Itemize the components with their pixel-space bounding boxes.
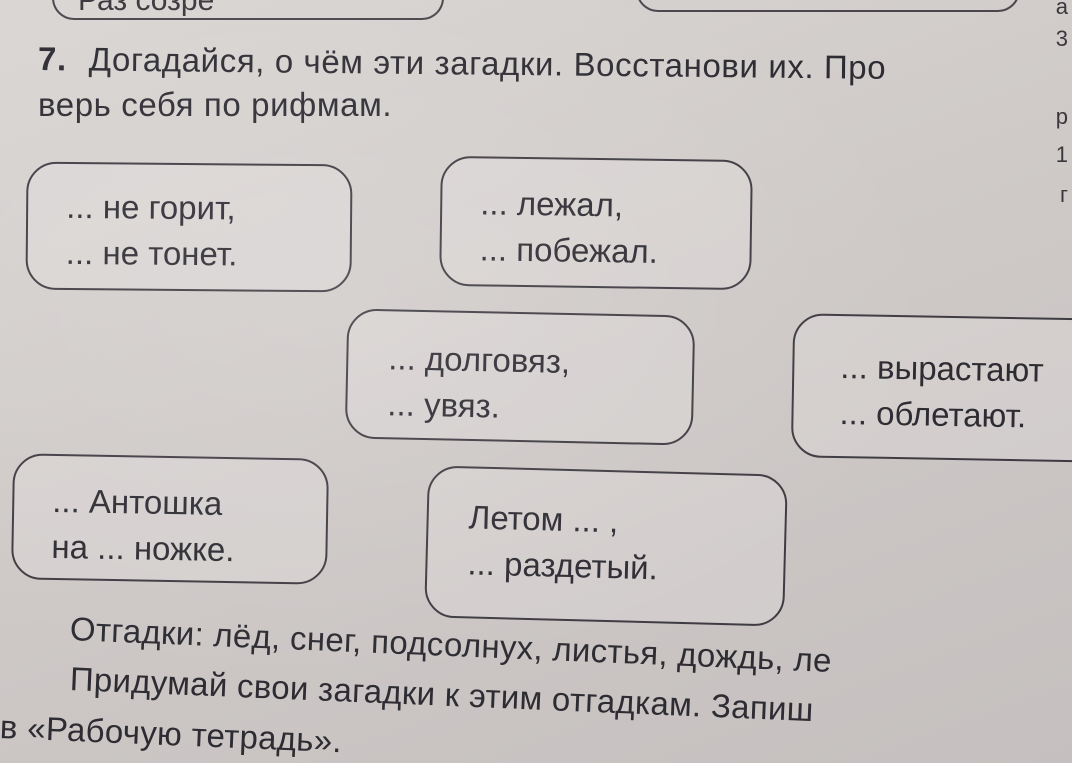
margin-letter: а — [1055, 0, 1068, 19]
riddle-line: ... не тонет. — [65, 233, 238, 273]
previous-riddle-box-right — [636, 0, 1020, 12]
riddle-line: на ... ножке. — [51, 527, 235, 569]
follow-up-task-line-2: в «Рабочую тетрадь». — [0, 708, 343, 760]
margin-letter: 1 — [1055, 142, 1068, 167]
margin-letter: р — [1055, 104, 1068, 129]
margin-letter: 3 — [1055, 26, 1068, 51]
riddle-box-4: ... вырастают ... облетают. — [790, 313, 1072, 463]
riddle-box-6: Летом ... , ... раздетый. — [424, 465, 788, 627]
riddle-line: ... раздетый. — [467, 544, 659, 587]
riddle-line: ... Антошка — [51, 481, 223, 522]
riddle-box-3: ... долговяз, ... увяз. — [344, 308, 696, 446]
riddle-line: ... лежал, — [480, 184, 624, 224]
riddle-box-2: ... лежал, ... побежал. — [439, 155, 753, 291]
margin-letter: г — [1059, 182, 1068, 207]
riddle-box-1: ... не горит, ... не тонет. — [25, 161, 353, 293]
task-text-line-1: Догадайся, о чём эти загадки. Восстанови… — [88, 40, 887, 86]
task-text-line-2: верь себя по рифмам. — [38, 86, 393, 123]
riddle-line: ... вырастают — [840, 348, 1045, 389]
task-heading: 7. Догадайся, о чём эти загадки. Восстано… — [38, 40, 887, 87]
riddle-line: Летом ... , — [468, 498, 619, 540]
riddle-box-5: ... Антошка на ... ножке. — [10, 453, 330, 585]
previous-riddle-text: Раз созре — [78, 0, 215, 17]
riddle-line: ... долговяз, — [387, 339, 571, 381]
riddle-line: ... облетают. — [839, 394, 1027, 435]
riddle-line: ... побежал. — [479, 230, 659, 270]
riddle-line: ... увяз. — [387, 385, 501, 425]
task-number: 7. — [37, 40, 67, 78]
riddle-line: ... не горит, — [66, 187, 236, 227]
